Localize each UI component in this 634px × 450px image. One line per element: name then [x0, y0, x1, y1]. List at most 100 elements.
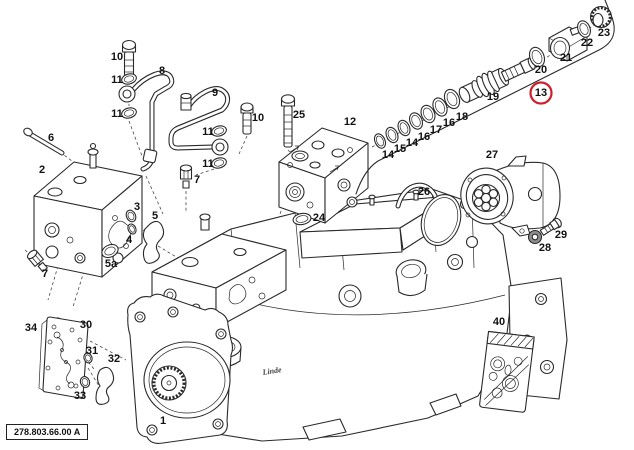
- callout-5a-16[interactable]: 5a: [105, 258, 118, 270]
- callout-25-6[interactable]: 25: [293, 109, 305, 121]
- part-7-fitting-left: [26, 249, 48, 273]
- svg-text:27: 27: [486, 149, 498, 161]
- part-19-cartridge-drawing: [458, 57, 536, 103]
- callout-6-10[interactable]: 6: [48, 132, 54, 144]
- callout-1-42[interactable]: 1: [160, 415, 166, 427]
- svg-text:24: 24: [313, 212, 326, 224]
- svg-text:26: 26: [418, 186, 430, 198]
- svg-text:31: 31: [86, 345, 98, 357]
- callout-10-5[interactable]: 10: [252, 112, 264, 124]
- svg-text:28: 28: [539, 242, 551, 254]
- callout-19-23[interactable]: 19: [487, 91, 499, 103]
- callout-32-40[interactable]: 32: [108, 353, 120, 365]
- callout-24-18[interactable]: 24: [313, 212, 326, 224]
- drawing-number-box: 278.803.66.00 A: [6, 424, 89, 440]
- callout-10-0[interactable]: 10: [111, 51, 123, 63]
- part-20-o-ring: [528, 46, 546, 68]
- svg-text:19: 19: [487, 91, 499, 103]
- callout-29-34[interactable]: 29: [555, 229, 567, 241]
- svg-text:40: 40: [493, 316, 505, 328]
- callout-12-12[interactable]: 12: [344, 116, 356, 128]
- part-12-valve-block-drawing: [278, 127, 369, 224]
- callout-31-39[interactable]: 31: [86, 345, 98, 357]
- part-9-pipe-drawing: [168, 86, 231, 156]
- svg-text:11: 11: [202, 158, 214, 170]
- part-2-valve-block-drawing: [33, 142, 143, 278]
- callout-34-37[interactable]: 34: [25, 322, 38, 334]
- part-32-gasket: [95, 366, 115, 405]
- svg-text:7: 7: [42, 268, 48, 280]
- callout-4-15[interactable]: 4: [126, 234, 133, 246]
- callout-30-38[interactable]: 30: [80, 319, 92, 331]
- part-27-gear-pump-drawing: [459, 155, 561, 237]
- part-31-o-ring: [83, 352, 93, 364]
- callout-16-26[interactable]: 16: [443, 117, 455, 129]
- linde-logo: Linde: [261, 365, 283, 377]
- assembly-13-boundary: [355, 0, 615, 195]
- part-24-o-ring: [292, 212, 312, 226]
- callout-9-3[interactable]: 9: [212, 87, 218, 99]
- highlight-circle: [529, 81, 553, 105]
- svg-text:3: 3: [134, 201, 140, 213]
- part-6-pin-drawing: [23, 127, 65, 156]
- callout-15-30[interactable]: 15: [394, 143, 406, 155]
- callout-7-9[interactable]: 7: [194, 174, 200, 186]
- part-25-bolt: [280, 94, 296, 148]
- svg-text:7: 7: [194, 174, 200, 186]
- callout-2-11[interactable]: 2: [39, 164, 45, 176]
- part-40-seal-kit-bag: [479, 330, 535, 413]
- svg-text:11: 11: [111, 74, 123, 86]
- svg-text:29: 29: [555, 229, 567, 241]
- callout-14-31[interactable]: 14: [382, 149, 395, 161]
- callout-22-20[interactable]: 22: [581, 37, 593, 49]
- callout-14-29[interactable]: 14: [406, 137, 419, 149]
- svg-text:22: 22: [581, 37, 593, 49]
- svg-text:11: 11: [202, 126, 214, 138]
- callout-7-17[interactable]: 7: [42, 268, 48, 280]
- svg-text:15: 15: [394, 143, 406, 155]
- callout-11-8[interactable]: 11: [202, 158, 214, 170]
- part-5-gasket: [142, 220, 165, 264]
- svg-text:4: 4: [126, 234, 133, 246]
- svg-text:34: 34: [25, 322, 38, 334]
- part-4-o-ring: [127, 223, 137, 235]
- part-8-pipe-drawing: [118, 70, 175, 172]
- callout-3-13[interactable]: 3: [134, 201, 140, 213]
- callout-20-22[interactable]: 20: [535, 64, 547, 76]
- callout-23-19[interactable]: 23: [598, 27, 610, 39]
- callout-28-35[interactable]: 28: [539, 242, 551, 254]
- callout-17-27[interactable]: 17: [430, 124, 442, 136]
- callout-27-32[interactable]: 27: [486, 149, 498, 161]
- callout-13-24[interactable]: 13: [529, 81, 553, 105]
- part-7-fitting-right: [179, 164, 193, 189]
- callout-8-2[interactable]: 8: [159, 65, 165, 77]
- callout-5-14[interactable]: 5: [152, 210, 158, 222]
- callout-40-36[interactable]: 40: [493, 316, 505, 328]
- svg-text:5a: 5a: [105, 258, 118, 270]
- part-3-o-ring: [125, 209, 137, 223]
- callout-11-4[interactable]: 11: [111, 108, 123, 120]
- svg-text:1: 1: [160, 415, 166, 427]
- svg-text:18: 18: [456, 111, 468, 123]
- svg-text:21: 21: [560, 52, 572, 64]
- part-10-bolt-right: [240, 102, 254, 135]
- svg-text:23: 23: [598, 27, 610, 39]
- callout-18-25[interactable]: 18: [456, 111, 468, 123]
- svg-text:6: 6: [48, 132, 54, 144]
- callout-21-21[interactable]: 21: [560, 52, 572, 64]
- callout-16-28[interactable]: 16: [418, 131, 430, 143]
- svg-text:12: 12: [344, 116, 356, 128]
- svg-text:13: 13: [535, 87, 547, 99]
- callout-26-33[interactable]: 26: [418, 186, 430, 198]
- svg-text:32: 32: [108, 353, 120, 365]
- part-10-bolt-left: [121, 39, 137, 77]
- svg-text:5: 5: [152, 210, 158, 222]
- part-30-plate-drawing: [38, 316, 89, 399]
- callout-33-41[interactable]: 33: [74, 390, 86, 402]
- callout-11-7[interactable]: 11: [202, 126, 214, 138]
- callout-11-1[interactable]: 11: [111, 74, 123, 86]
- part-21-valve-body-drawing: [548, 25, 588, 62]
- svg-text:10: 10: [252, 112, 264, 124]
- part-28-washer: [527, 229, 543, 245]
